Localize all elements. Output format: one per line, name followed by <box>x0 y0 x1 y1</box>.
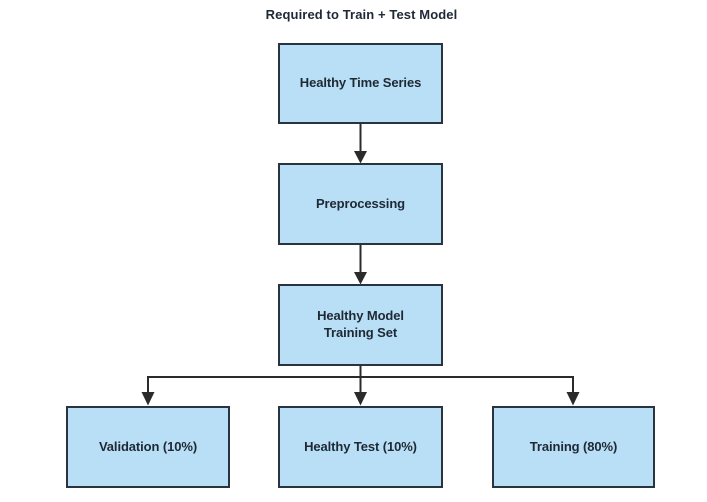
arrowhead-icon <box>566 392 580 406</box>
arrowhead-icon <box>354 392 367 406</box>
node-label: Preprocessing <box>315 195 405 211</box>
node-healthy-time-series: Healthy Time Series <box>278 43 443 124</box>
edge-healthy-time-series-to-preprocessing <box>354 124 367 164</box>
node-label: Healthy Test (10%) <box>304 438 417 454</box>
node-validation: Validation (10%) <box>66 406 230 488</box>
arrowhead-icon <box>141 392 155 406</box>
edge-branch-trunk <box>148 366 573 378</box>
edge-healthy-model-training-set-to-training <box>566 376 580 406</box>
arrowhead-icon <box>354 272 367 285</box>
node-preprocessing: Preprocessing <box>278 163 443 245</box>
edge-healthy-model-training-set-to-healthy-test <box>354 377 367 406</box>
node-label: Training (80%) <box>529 438 618 454</box>
node-label: Validation (10%) <box>98 438 198 454</box>
edge-preprocessing-to-healthy-model-training-set <box>354 245 367 285</box>
node-healthy-model-training-set: Healthy Model Training Set <box>278 284 443 366</box>
node-label: Healthy Time Series <box>299 75 422 91</box>
edge-healthy-model-training-set-to-validation <box>141 376 155 406</box>
node-healthy-test: Healthy Test (10%) <box>278 406 443 488</box>
diagram-title: Required to Train + Test Model <box>265 7 458 22</box>
arrowhead-icon <box>354 151 367 164</box>
node-training: Training (80%) <box>492 406 655 488</box>
node-label: Healthy Model Training Set <box>317 308 404 340</box>
